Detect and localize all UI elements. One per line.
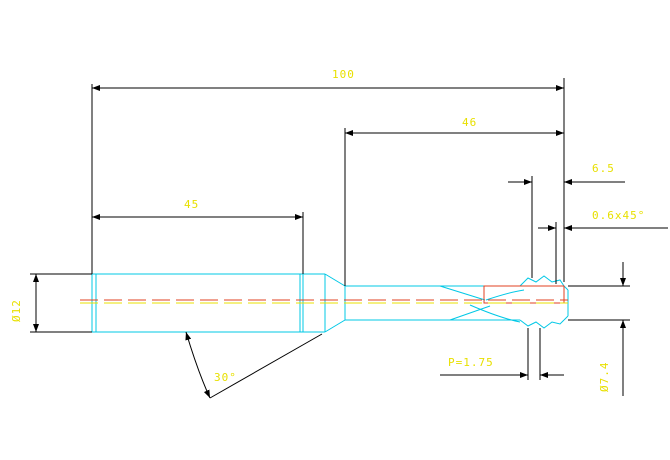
dim-neck-length: 46: [462, 116, 477, 129]
dim-overall-length: 100: [332, 68, 355, 81]
angle-arc: [185, 331, 211, 399]
dim-taper-angle: 30°: [214, 371, 237, 384]
dim-shank-diameter: Ø12: [10, 299, 23, 322]
dimension-lines: [33, 85, 668, 399]
dim-thread-pitch: P=1.75: [448, 356, 494, 369]
extension-lines: [30, 78, 630, 399]
dim-tip-diameter: Ø7.4: [598, 362, 611, 393]
centerline: [80, 299, 568, 304]
dim-chamfer: 0.6x45°: [592, 209, 645, 222]
dim-tip-length: 6.5: [592, 162, 615, 175]
dim-shank-length: 45: [184, 198, 199, 211]
